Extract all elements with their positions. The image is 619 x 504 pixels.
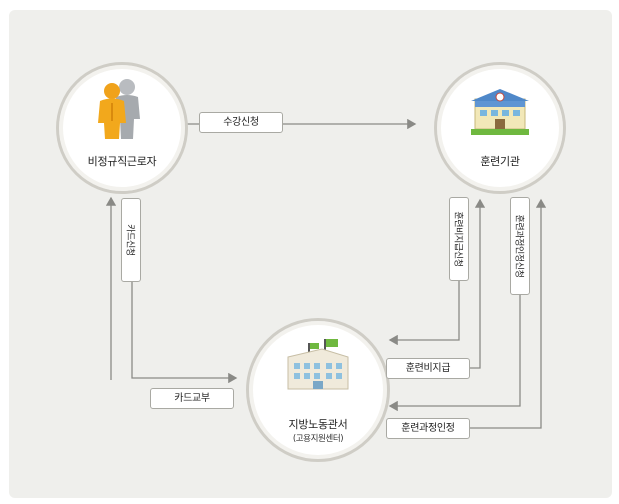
office-label: 지방노동관서 (288, 418, 348, 431)
school-building-icon (471, 89, 529, 135)
arrow-course-approval (470, 198, 547, 429)
training-cost-payment-label: 훈련비지급 (386, 358, 470, 379)
course-application-label: 수강신청 (199, 112, 283, 133)
workers-icon (98, 79, 140, 139)
arrow-card-issuance (131, 210, 238, 384)
course-approval-claim-label: 훈련과정인정신청 (510, 197, 530, 295)
card-application-label: 카드신청 (121, 198, 141, 282)
training-cost-claim-label: 훈련비지급신청 (449, 197, 469, 281)
office-node: 지방노동관서 (고용지원센터) (246, 318, 390, 462)
office-building-icon (287, 339, 349, 390)
course-approval-label: 훈련과정인정 (386, 418, 470, 439)
arrow-training-cost-payment (470, 198, 486, 369)
worker-label: 비정규직근로자 (87, 155, 157, 168)
worker-node: 비정규직근로자 (56, 62, 188, 194)
office-sublabel: (고용지원센터) (292, 434, 344, 444)
institution-label: 훈련기관 (480, 155, 520, 168)
card-issuance-label: 카드교부 (150, 388, 234, 409)
institution-node: 훈련기관 (434, 62, 566, 194)
